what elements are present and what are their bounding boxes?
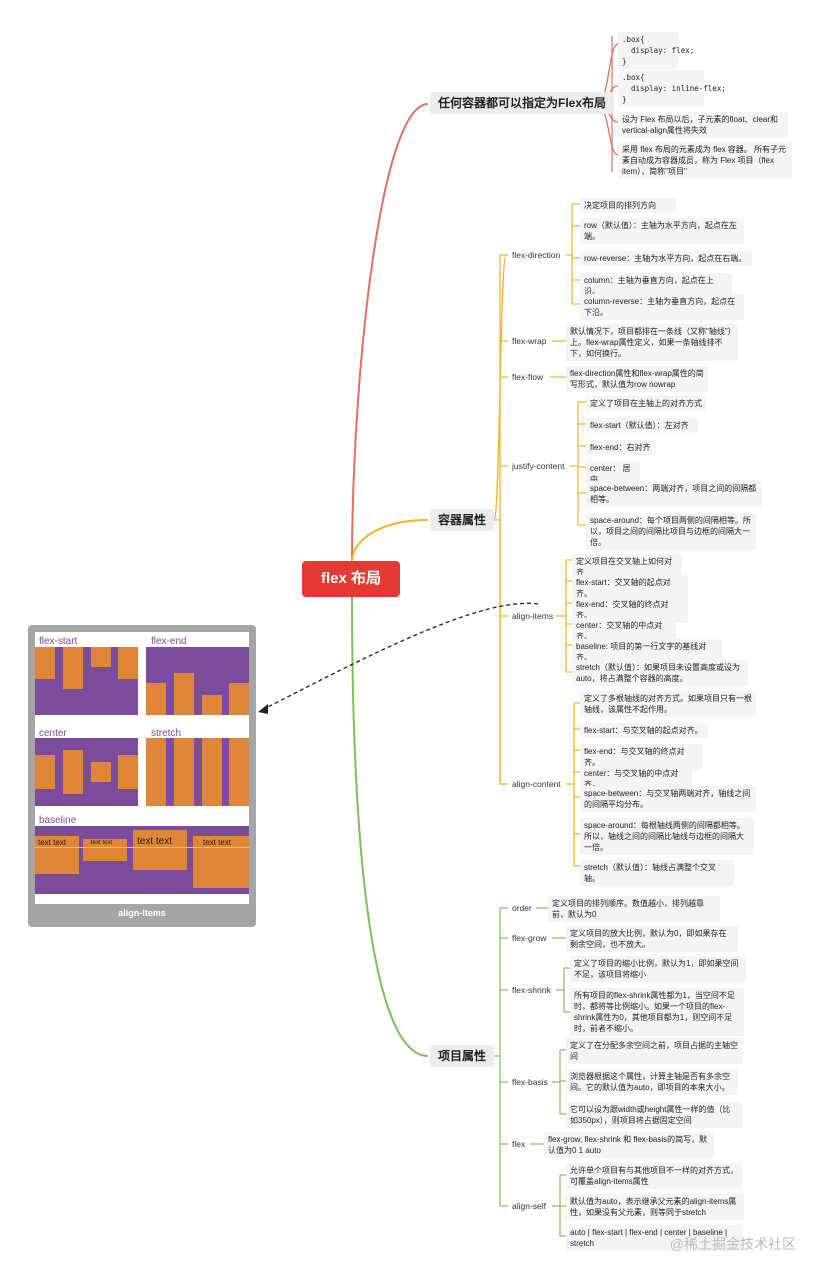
leaf-box-inline-flex: .box{ display: inline-flex; }: [618, 70, 726, 107]
demo-baseline: text text text text text text text text: [35, 826, 249, 894]
sub-justify-content[interactable]: justify-content: [512, 461, 565, 471]
leaf-as-0: 允许单个项目有与其他项目不一样的对齐方式，可覆盖align-items属性: [566, 1163, 742, 1189]
leaf-jc-1: flex-start（默认值）：左对齐: [586, 418, 698, 433]
label-flex-start: flex-start: [39, 636, 78, 647]
demo-center: [35, 738, 138, 806]
leaf-jc-4: space-between：两端对齐，项目之间的间隔都相等。: [586, 481, 762, 507]
branch-item-props[interactable]: 项目属性: [430, 1045, 495, 1067]
demo-flex-end: [146, 647, 249, 715]
sub-flex-direction[interactable]: flex-direction: [512, 250, 561, 260]
demo-flex-start: [35, 647, 138, 715]
sub-align-self[interactable]: align-self: [512, 1201, 547, 1211]
label-baseline: baseline: [39, 815, 77, 826]
sub-flex-shrink[interactable]: flex-shrink: [512, 985, 551, 995]
sub-flex-basis[interactable]: flex-basis: [512, 1077, 548, 1087]
branch-container-any[interactable]: 任何容器都可以指定为Flex布局: [430, 92, 615, 114]
leaf-fb-0: 定义了在分配多余空间之前，项目占据的主轴空间: [566, 1038, 742, 1064]
leaf-ac-0: 定义了多根轴线的对齐方式。如果项目只有一根轴线，该属性不起作用。: [580, 691, 756, 717]
leaf-fb-1: 浏览器根据这个属性，计算主轴是否有多余空间。它的默认值为auto，即项目的本来大…: [566, 1069, 738, 1095]
branch-container-props[interactable]: 容器属性: [430, 509, 495, 531]
leaf-fb-2: 它可以设为跟width或height属性一样的值（比如350px），则项目将占据…: [566, 1102, 742, 1128]
sub-flex-wrap[interactable]: flex-wrap: [512, 336, 547, 346]
label-stretch: stretch: [151, 728, 182, 739]
sub-align-content[interactable]: align-content: [512, 779, 561, 789]
illustration-canvas: flex-start flex-end center stretch: [35, 632, 249, 904]
leaf-flex-grow: 定义项目的放大比例，默认为0，即如果存在剩余空间，也不放大。: [566, 926, 738, 952]
leaf-jc-2: flex-end：右对齐: [586, 440, 656, 455]
leaf-ac-2: flex-end：与交叉轴的终点对齐。: [580, 744, 702, 770]
sub-flex-flow[interactable]: flex-flow: [512, 372, 544, 382]
sub-order[interactable]: order: [512, 903, 532, 913]
sub-align-items[interactable]: align-items: [512, 611, 554, 621]
root-node[interactable]: flex 布局: [302, 561, 400, 597]
sub-flex-grow[interactable]: flex-grow: [512, 933, 547, 943]
leaf-flex-container: 采用 flex 布局的元素成为 flex 容器。 所有子元素自动成为容器成员，称…: [618, 142, 792, 179]
illustration-caption: align-items: [118, 908, 166, 918]
leaf-jc-5: space-around：每个项目两侧的间隔相等。所以，项目之间的间隔比项目与边…: [586, 513, 756, 550]
leaf-as-2: auto | flex-start | flex-end | center | …: [566, 1225, 742, 1251]
leaf-order: 定义项目的排列顺序。数值越小，排列越靠前，默认为0: [548, 896, 720, 922]
leaf-float-clear: 设为 Flex 布局以后，子元素的float、clear和vertical-al…: [618, 112, 788, 138]
leaf-fw: 默认情况下，项目都排在一条线（又称"轴线"）上。flex-wrap属性定义，如果…: [566, 324, 738, 361]
sub-flex[interactable]: flex: [512, 1139, 526, 1149]
leaf-box-flex: .box{ display: flex; }: [618, 32, 694, 69]
leaf-fd-4: column-reverse：主轴为垂直方向，起点在下沿。: [580, 294, 744, 320]
leaf-fd-1: row（默认值）：主轴为水平方向，起点在左端。: [580, 218, 744, 244]
leaf-ff: flex-direction属性和flex-wrap属性的简写形式，默认值为ro…: [566, 366, 708, 392]
leaf-ai-5: stretch（默认值）：如果项目未设置高度或设为auto，将占满整个容器的高度…: [572, 660, 748, 686]
baseline-text-4: text text: [203, 838, 232, 847]
leaf-fd-0: 决定项目的排列方向: [580, 198, 676, 213]
leaf-fs-0: 定义了项目的缩小比例，默认为1，即如果空间不足，该项目将缩小: [570, 956, 746, 982]
leaf-fd-2: row-reverse：主轴为水平方向，起点在右端。: [580, 251, 752, 266]
baseline-text-1: text text: [38, 838, 67, 847]
label-center: center: [39, 728, 67, 739]
label-flex-end: flex-end: [151, 636, 187, 647]
demo-stretch: [146, 738, 249, 806]
leaf-ac-6: stretch（默认值）：轴线占满整个交叉轴。: [580, 860, 734, 886]
leaf-ai-1: flex-start：交叉轴的起点对齐。: [572, 575, 688, 601]
leaf-as-1: 默认值为auto，表示继承父元素的align-items属性，如果没有父元素，则…: [566, 1194, 744, 1220]
leaf-ac-5: space-around：每根轴线两侧的间隔都相等。所以，轴线之间的间隔比轴线与…: [580, 818, 754, 855]
leaf-ac-4: space-between：与交叉轴两端对齐，轴线之间的间隔平均分布。: [580, 786, 756, 812]
leaf-fs-1: 所有项目的flex-shrink属性都为1，当空间不足时，都将等比例缩小。如果一…: [570, 988, 744, 1036]
leaf-ac-1: flex-start：与交叉轴的起点对齐。: [580, 723, 708, 738]
leaf-jc-0: 定义了项目在主轴上的对齐方式: [586, 396, 706, 411]
baseline-text-3: text text: [137, 836, 173, 847]
leaf-flex: flex-grow, flex-shrink 和 flex-basis的简写，默…: [544, 1132, 714, 1158]
watermark: @稀土掘金技术社区: [669, 1236, 796, 1252]
align-items-illustration: flex-start flex-end center stretch: [28, 625, 256, 927]
baseline-text-2: text text: [91, 840, 113, 846]
